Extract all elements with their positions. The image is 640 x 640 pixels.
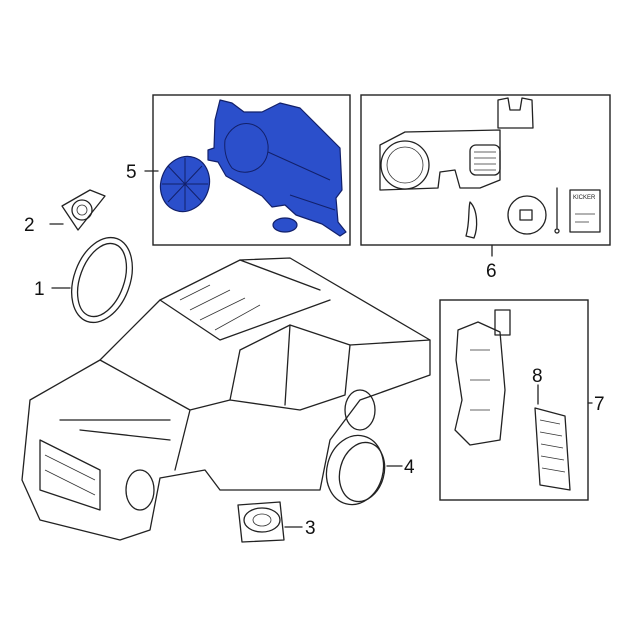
callout-6[interactable]: 6 (486, 261, 497, 282)
callout-5[interactable]: 5 (126, 162, 137, 183)
speaker-part-3[interactable] (237, 501, 285, 543)
door-speaker-part-4[interactable] (319, 429, 391, 511)
truck-illustration (21, 257, 431, 541)
kicker-manual-logo: KICKER (573, 195, 596, 201)
callout-2[interactable]: 2 (24, 215, 35, 236)
amplifier-part-8[interactable] (534, 407, 571, 491)
speaker-ring-part-1[interactable] (61, 229, 144, 331)
callout-1[interactable]: 1 (34, 279, 45, 300)
subwoofer-enclosure-part-5[interactable] (153, 99, 347, 237)
tweeter-part-2[interactable] (61, 189, 106, 231)
kicker-kit-box-frame (360, 94, 611, 246)
callout-3[interactable]: 3 (305, 518, 316, 539)
callout-7[interactable]: 7 (594, 394, 605, 415)
callout-4[interactable]: 4 (404, 457, 415, 478)
amplifier-bracket-part-7[interactable] (454, 309, 511, 446)
amplifier-box-frame (439, 299, 589, 501)
callout-8[interactable]: 8 (532, 366, 543, 387)
subwoofer-box-frame (152, 94, 351, 246)
kicker-audio-kit-part-6[interactable]: KICKER (379, 97, 601, 239)
